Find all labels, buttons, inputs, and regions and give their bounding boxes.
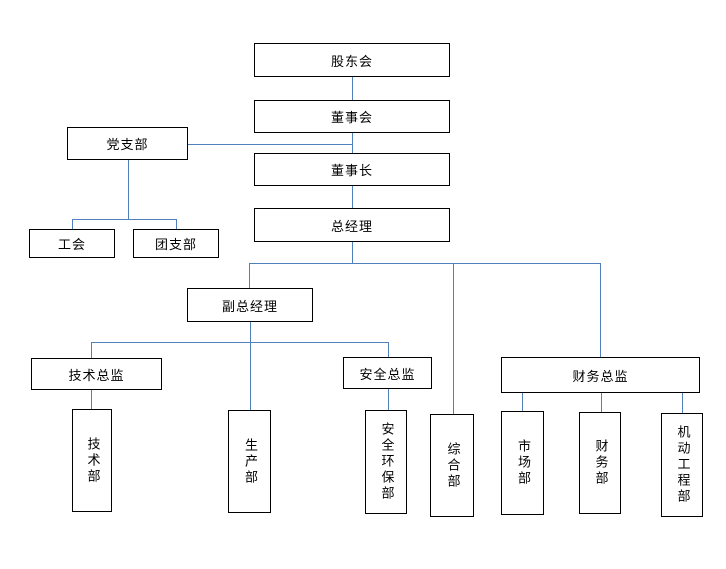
org-node-technology-dept[interactable]: 技术部 [72,409,112,512]
org-node-label: 财务部 [592,439,608,487]
connector-line [352,242,353,263]
org-node-mechanical-engineering-dept[interactable]: 机动工程部 [661,413,703,517]
org-node-general-manager[interactable]: 总经理 [254,208,450,242]
connector-line [522,393,523,411]
connector-line [682,393,683,413]
org-node-production-dept[interactable]: 生产部 [228,410,271,513]
org-node-shareholders-meeting[interactable]: 股东会 [254,43,450,77]
org-node-label: 安全环保部 [378,422,394,502]
org-node-labor-union[interactable]: 工会 [29,229,115,258]
connector-line [250,342,251,410]
org-node-label: 安全总监 [359,367,416,383]
connector-line [352,186,353,208]
org-node-label: 生产部 [242,437,257,486]
connector-line [91,342,388,343]
connector-line [250,322,251,342]
connector-line [352,133,353,153]
org-node-chairman[interactable]: 董事长 [254,153,450,186]
org-node-finance-director[interactable]: 财务总监 [501,357,700,393]
org-node-label: 团支部 [154,238,197,253]
connector-line [249,263,250,288]
org-node-marketing-dept[interactable]: 市场部 [501,411,544,515]
org-node-label: 财务总监 [572,369,629,385]
connector-line [91,342,92,358]
connector-line [388,389,389,410]
org-node-general-affairs-dept[interactable]: 综合部 [430,414,474,517]
org-node-label: 董事长 [330,164,373,179]
org-node-label: 综合部 [444,441,460,490]
connector-line [600,263,601,357]
org-node-safety-environment-dept[interactable]: 安全环保部 [365,410,407,514]
connector-line [128,160,129,219]
connector-line [388,342,389,357]
org-node-label: 市场部 [515,439,530,487]
org-node-party-branch[interactable]: 党支部 [67,127,188,160]
org-node-safety-director[interactable]: 安全总监 [343,357,432,389]
org-node-label: 股东会 [330,54,373,70]
org-node-youth-league-branch[interactable]: 团支部 [133,229,219,258]
connector-line [72,219,73,229]
org-node-deputy-general-manager[interactable]: 副总经理 [187,288,313,322]
org-node-label: 技术总监 [68,368,125,384]
org-node-board-of-directors[interactable]: 董事会 [254,100,450,133]
connector-line [601,393,602,412]
org-node-label: 工会 [57,238,86,253]
connector-line [91,390,92,409]
org-node-label: 董事会 [330,111,373,126]
connector-line [453,263,454,414]
org-node-label: 机动工程部 [674,425,690,505]
org-node-label: 技术部 [84,436,100,485]
org-node-finance-dept[interactable]: 财务部 [579,412,621,514]
connector-line [249,263,600,264]
connector-line [176,219,177,229]
org-node-technical-director[interactable]: 技术总监 [31,358,162,390]
org-node-label: 总经理 [330,219,373,235]
connector-line [352,77,353,100]
org-node-label: 党支部 [106,138,149,153]
org-node-label: 副总经理 [221,299,278,315]
connector-line [188,144,352,145]
connector-line [72,219,176,220]
